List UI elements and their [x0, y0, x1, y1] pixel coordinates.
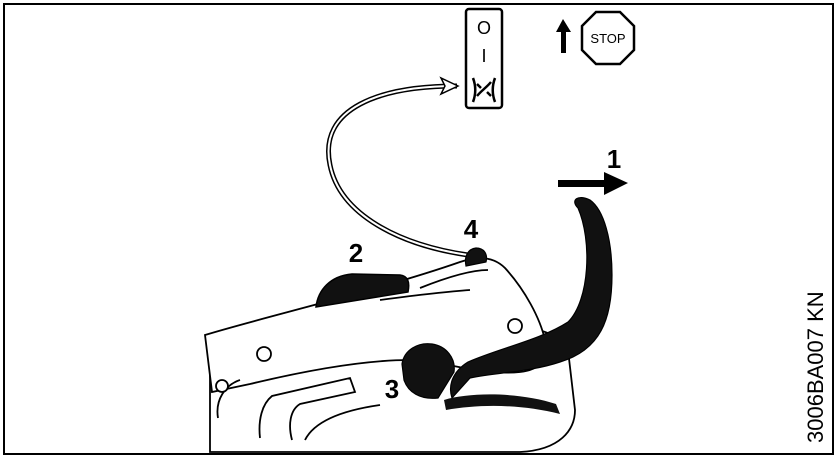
throttle-lockout-lever	[315, 273, 410, 308]
label-4: 4	[464, 214, 479, 244]
figure-code: 3006BA007 KN	[803, 291, 828, 443]
stop-sign-text: STOP	[590, 31, 625, 46]
switch-on-label: I	[481, 46, 486, 66]
screw-icon	[215, 379, 229, 393]
screw-icon	[256, 346, 272, 362]
label-3: 3	[385, 374, 399, 404]
label-1: 1	[607, 144, 621, 174]
stop-sign-icon: STOP	[580, 10, 636, 66]
throttle-trigger	[401, 343, 455, 399]
switch-position-indicator: O I	[464, 7, 504, 110]
screw-holes	[215, 318, 523, 393]
handle-base	[444, 394, 560, 414]
switch-off-label: O	[477, 18, 491, 38]
master-control-lever	[464, 247, 488, 267]
front-handle-bar	[449, 196, 613, 400]
screw-icon	[507, 318, 523, 334]
stop-indicator: STOP	[556, 10, 636, 66]
pull-direction-arrow	[558, 172, 628, 195]
label-2: 2	[349, 238, 363, 268]
handle-housing	[204, 257, 576, 453]
curved-pointer-arrow	[326, 76, 469, 258]
choke-icon	[471, 77, 497, 103]
up-arrow-icon	[556, 19, 571, 53]
